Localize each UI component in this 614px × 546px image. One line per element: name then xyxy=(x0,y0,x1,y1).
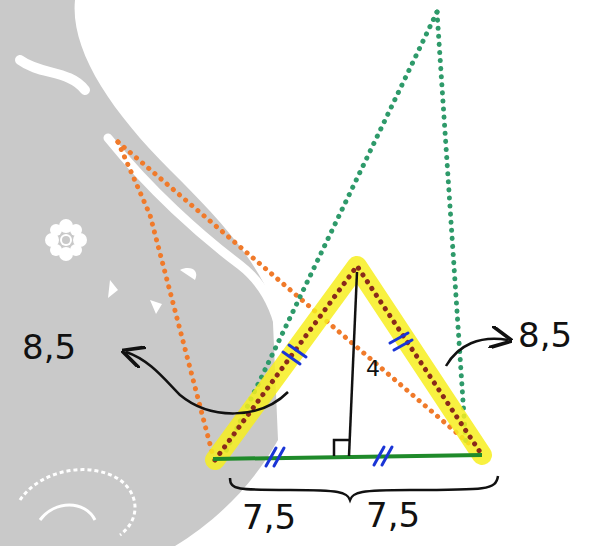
ornament xyxy=(20,470,135,535)
arrow xyxy=(126,352,288,413)
background-shape xyxy=(0,0,278,546)
flower-ornament xyxy=(45,219,87,261)
ornament xyxy=(108,268,196,314)
arrow xyxy=(446,339,508,366)
highlight xyxy=(215,266,482,460)
length-label: 8,5 xyxy=(518,318,572,352)
base-line xyxy=(213,455,482,459)
dotted-line xyxy=(215,266,482,460)
white-streak xyxy=(108,138,282,340)
ornament xyxy=(40,505,95,520)
brace xyxy=(230,476,498,500)
tick-marks xyxy=(266,333,412,466)
right-angle-mark xyxy=(334,440,350,456)
height-line xyxy=(349,272,357,456)
white-streak xyxy=(20,60,85,90)
dotted-line xyxy=(118,142,472,446)
length-label: 8,5 xyxy=(22,330,76,364)
height-label: 4 xyxy=(366,358,380,380)
length-label: 7,5 xyxy=(366,498,420,532)
length-label: 7,5 xyxy=(242,500,296,534)
